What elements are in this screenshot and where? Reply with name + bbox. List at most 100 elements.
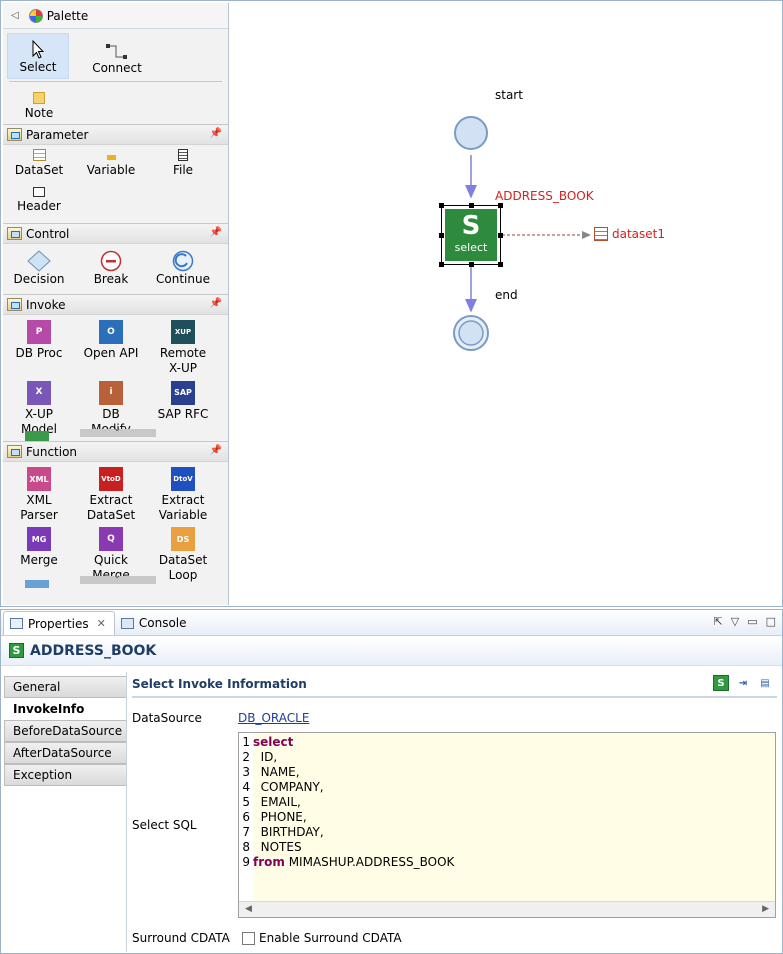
dataset-node[interactable]: dataset1 (594, 227, 665, 241)
section-icon (7, 445, 22, 458)
sql-line[interactable]: 7 BIRTHDAY, (239, 825, 323, 840)
view-menu-icon[interactable]: ▽ (730, 615, 740, 628)
sql-line[interactable]: 8 NOTES (239, 840, 301, 855)
note-tool[interactable]: Note (3, 82, 75, 124)
scroll-right-icon[interactable]: ▶ (762, 904, 769, 914)
datasource-label: DataSource (132, 711, 202, 725)
palette-item-header[interactable]: Header (3, 187, 75, 219)
palette-item-continue[interactable]: Continue (147, 250, 219, 290)
select-tool[interactable]: Select (7, 33, 69, 79)
sql-text: NAME, (253, 765, 300, 779)
resize-handle[interactable] (469, 262, 474, 267)
line-number: 6 (242, 810, 250, 824)
section-parameter-header[interactable]: Parameter 📌 (3, 124, 228, 145)
diagram-editor: ◁ Palette Select Connect Note Parameter (0, 0, 783, 607)
resize-handle[interactable] (498, 233, 503, 238)
partial-icon (25, 431, 49, 441)
palette-item-dataset-loop[interactable]: DS DataSet Loop (147, 527, 219, 583)
tab-beforedatasource[interactable]: BeforeDataSource (4, 720, 127, 742)
import-icon[interactable]: ⇥ (738, 677, 748, 689)
connect-icon (106, 44, 127, 59)
datasource-link[interactable]: DB_ORACLE (238, 711, 310, 725)
line-number: 5 (242, 795, 250, 809)
end-node-inner (458, 320, 484, 346)
sql-line[interactable]: 2 ID, (239, 750, 277, 765)
partial-icon (25, 580, 49, 588)
close-icon[interactable]: ✕ (96, 617, 106, 630)
resize-handle[interactable] (439, 233, 444, 238)
pin-view-icon[interactable]: ⇱ (713, 615, 723, 628)
palette-item-extract-dataset[interactable]: VtoD Extract DataSet (75, 467, 147, 523)
section-invoke-header[interactable]: Invoke 📌 (3, 294, 228, 315)
palette-item-dataset[interactable]: DataSet (3, 149, 75, 183)
section-function-header[interactable]: Function 📌 (3, 441, 228, 462)
invoke-info-panel: Select Invoke Information S ⇥ ▤ DataSour… (132, 672, 777, 952)
tab-invokeinfo[interactable]: InvokeInfo (4, 698, 127, 720)
palette-item-remote-xup[interactable]: XUP Remote X-UP (147, 320, 219, 377)
maximize-icon[interactable]: □ (765, 615, 776, 628)
xup-model-icon: X (27, 380, 51, 405)
sql-line[interactable]: 3 NAME, (239, 765, 300, 780)
sql-line[interactable]: 5 EMAIL, (239, 795, 300, 810)
line-number: 8 (242, 840, 250, 854)
tab-afterdatasource[interactable]: AfterDataSource (4, 742, 127, 764)
select-node[interactable]: S select (439, 203, 503, 267)
section-icon (7, 227, 22, 240)
resize-handle[interactable] (498, 262, 503, 267)
tab-properties[interactable]: Properties ✕ (3, 611, 115, 635)
horizontal-scrollbar[interactable]: ◀ ▶ (239, 901, 775, 917)
palette-icon (28, 8, 43, 23)
palette-item-open-api[interactable]: O Open API (75, 320, 147, 377)
palette-item-break[interactable]: Break (75, 250, 147, 290)
resize-handle[interactable] (469, 203, 474, 208)
diagram-canvas[interactable]: start ADDRESS_BOOK S select (230, 3, 781, 605)
section-title: Select Invoke Information S ⇥ ▤ (132, 672, 777, 698)
line-number: 7 (242, 825, 250, 839)
pin-icon[interactable]: 📌 (209, 128, 222, 139)
line-number: 2 (242, 750, 250, 764)
sql-line[interactable]: 4 COMPANY, (239, 780, 323, 795)
resize-handle[interactable] (498, 203, 503, 208)
resize-handle[interactable] (439, 203, 444, 208)
db-proc-icon: P (27, 320, 51, 344)
properties-view: Properties ✕ Console ⇱ ▽ ▭ □ S ADDRESS_B… (0, 609, 783, 954)
section-control-header[interactable]: Control 📌 (3, 223, 228, 244)
enable-cdata-checkbox[interactable] (242, 931, 255, 945)
minimize-icon[interactable]: ▭ (747, 615, 758, 628)
select-action-icon[interactable]: S (713, 675, 729, 691)
palette-item-sap-rfc[interactable]: SAP SAP RFC (147, 380, 219, 438)
palette-item-db-proc[interactable]: P DB Proc (3, 320, 75, 377)
connect-tool[interactable]: Connect (75, 33, 159, 79)
palette-item-file[interactable]: File (147, 149, 219, 183)
palette-header[interactable]: ◁ Palette (3, 3, 228, 29)
palette-item-merge[interactable]: MG Merge (3, 527, 75, 583)
select-type-icon: S (9, 643, 24, 658)
pin-icon[interactable]: 📌 (209, 298, 222, 309)
properties-icon (10, 618, 23, 629)
pin-icon[interactable]: 📌 (209, 227, 222, 238)
section-icon (7, 128, 22, 141)
enable-cdata-label[interactable]: Enable Surround CDATA (259, 931, 402, 945)
decision-diamond-icon (27, 250, 51, 272)
pin-icon[interactable]: 📌 (209, 445, 222, 456)
console-icon (120, 617, 134, 629)
scroll-left-icon[interactable]: ◀ (245, 904, 252, 914)
palette-item-xml-parser[interactable]: XML XML Parser (3, 467, 75, 523)
palette-item-variable[interactable]: Variable (75, 149, 147, 183)
resize-handle[interactable] (439, 262, 444, 267)
function-scroll-down[interactable] (80, 570, 156, 584)
tab-exception[interactable]: Exception (4, 764, 127, 786)
palette-item-extract-variable[interactable]: DtoV Extract Variable (147, 467, 219, 523)
palette-item-quick-merge[interactable]: Q Quick Merge (75, 527, 147, 583)
palette-item-decision[interactable]: Decision (3, 250, 75, 290)
tab-console[interactable]: Console (115, 611, 195, 635)
sql-line[interactable]: 6 PHONE, (239, 810, 306, 825)
xml-parser-icon: XML (27, 467, 51, 491)
collapse-palette-icon[interactable]: ◁ (11, 10, 19, 21)
invoke-scroll-down[interactable] (80, 423, 156, 437)
run-query-icon[interactable]: ▤ (760, 677, 770, 689)
tab-general[interactable]: General (4, 676, 127, 698)
